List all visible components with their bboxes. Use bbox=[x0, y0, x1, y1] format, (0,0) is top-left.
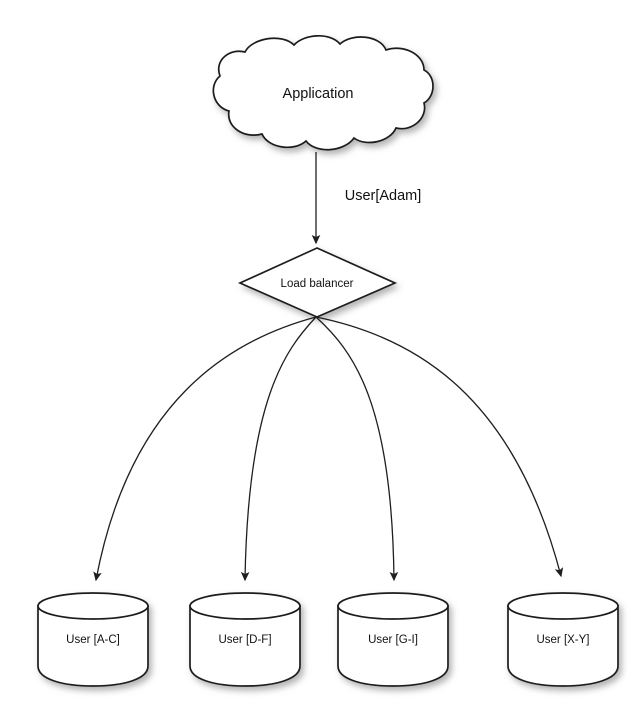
node-shard-1[interactable]: User [D-F] bbox=[189, 592, 301, 687]
node-application[interactable]: Application bbox=[212, 35, 434, 151]
edge-lb-to-shard-0 bbox=[93, 316, 317, 582]
shard-label-3: User [X-Y] bbox=[536, 634, 589, 646]
node-shard-0[interactable]: User [A-C] bbox=[37, 592, 149, 687]
shard-label-2: User [G-I] bbox=[368, 634, 418, 646]
cloud-shape bbox=[212, 35, 434, 151]
node-shard-2[interactable]: User [G-I] bbox=[337, 592, 449, 687]
node-load-balancer[interactable]: Load balancer bbox=[237, 247, 398, 318]
application-label: Application bbox=[283, 86, 354, 102]
edge-lb-to-shard-3 bbox=[315, 316, 564, 578]
shard-label-0: User [A-C] bbox=[66, 634, 120, 646]
cylinder-shape-2 bbox=[337, 592, 449, 687]
edge-label-user-adam: User[Adam] bbox=[345, 188, 422, 204]
edge-lb-to-shard-2 bbox=[315, 316, 399, 582]
cylinder-shape-1 bbox=[189, 592, 301, 687]
shard-label-1: User [D-F] bbox=[218, 634, 271, 646]
cylinder-shape-3 bbox=[507, 592, 619, 687]
load-balancer-label: Load balancer bbox=[281, 278, 354, 290]
edge-group-load-balancer-to-shards bbox=[93, 316, 564, 582]
node-shard-3[interactable]: User [X-Y] bbox=[507, 592, 619, 687]
edge-lb-to-shard-1 bbox=[240, 316, 317, 582]
cylinder-shape-0 bbox=[37, 592, 149, 687]
edge-application-to-load-balancer: User[Adam] bbox=[311, 152, 422, 245]
